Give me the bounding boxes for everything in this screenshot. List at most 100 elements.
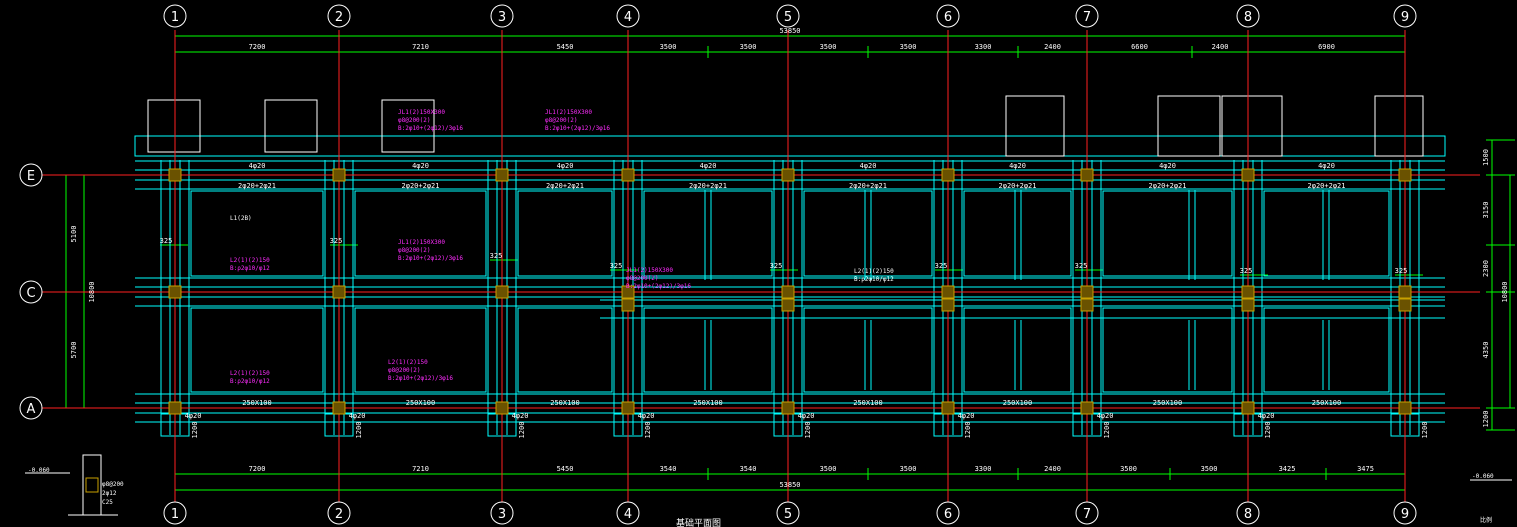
column-18 [1080,168,1094,182]
bay-outline-7-1 [1263,307,1390,393]
beam-top-label-5: 2φ20+2φ21 [999,182,1037,190]
beam-bottom-label-4: 4φ20 [798,412,815,420]
beam-bottom-label-6: 4φ20 [1097,412,1114,420]
axis-bubble-4-bottom [616,501,640,525]
offset-label-4: 325 [770,262,783,270]
grid-axes [40,30,1480,505]
column-shift-1 [781,298,795,312]
annotation-e: φ8@200(2) [626,275,659,282]
beam-size-label-4: 250X100 [853,399,883,407]
axis-bubble-5-bottom [776,501,800,525]
bottom-dim-label-2: 5450 [557,465,574,473]
axis-bubble-4-top [616,4,640,28]
beam-top-label-6: 2φ20+2φ21 [1149,182,1187,190]
axis-bubble-6-bottom [936,501,960,525]
axis-bubble-label-3-bottom: 3 [498,507,506,522]
beam-axis-label-2: 4φ20 [557,162,574,170]
column-26 [1398,401,1412,415]
right-dim-label-3: 4350 [1482,342,1490,359]
axis-bubble-1-bottom [163,501,187,525]
bottom-dim-label-4: 3540 [740,465,757,473]
top-total-label: 53850 [779,27,800,35]
axis-bubble-E [19,163,43,187]
offset-label-8: 325 [1395,267,1408,275]
axis-bubble-label-6-top: 6 [944,10,952,25]
axis-bubble-label-1-top: 1 [171,10,179,25]
bottom-dim-label-8: 2400 [1044,465,1061,473]
annotation-r: φ8@200(2) [545,117,578,124]
axis-bubble-label-5-bottom: 5 [784,507,792,522]
bottom-dim-label-1: 7210 [412,465,429,473]
bay-outline-4-1 [803,307,933,393]
column-19 [1080,285,1094,299]
axis-bubble-3-bottom [490,501,514,525]
axis-bubble-label-3-top: 3 [498,10,506,25]
axis-bubble-label-7-top: 7 [1083,10,1091,25]
right-dim-label-1: 3150 [1482,202,1490,219]
annotation-v: L1(2B) [230,215,252,222]
annotation-a: JL1(2)150X300 [398,239,445,246]
column-22 [1241,285,1255,299]
bay-outline-4-0 [803,190,933,277]
beam-size-label-0: 250X100 [242,399,272,407]
axis-bubble-9-top [1393,4,1417,28]
annotation-s: B:2φ10+(2φ12)/3φ16 [545,125,610,132]
bay-outline-2-0 [517,190,613,277]
bay-outline-0-1 [190,307,324,393]
beam-top-label-0: 2φ20+2φ21 [238,182,276,190]
pile-cap-3 [1005,95,1065,157]
right-total-label: 10800 [1501,281,1509,302]
offset-label-5: 325 [935,262,948,270]
bottom-dim-label-9: 3500 [1120,465,1137,473]
column-4 [332,285,346,299]
bay-outline-6-0 [1102,190,1233,277]
column-23 [1241,401,1255,415]
found-width-1: 1200 [355,422,363,439]
column-6 [495,168,509,182]
column-7 [495,285,509,299]
annotation-c: B:2φ10+(2φ12)/3φ16 [398,255,463,262]
beam-axis-label-1: 4φ20 [412,162,429,170]
top-dim-label-7: 3300 [975,43,992,51]
column-13 [781,285,795,299]
top-dim-label-11: 6900 [1318,43,1335,51]
beam-bottom-label-0: 4φ20 [185,412,202,420]
beam-axis-label-6: 4φ20 [1159,162,1176,170]
annotation-u: B:ρ2φ10/φ12 [854,276,894,283]
column-shift-3 [1080,298,1094,312]
beam-size-label-1: 250X100 [406,399,436,407]
bay-outline-0-0 [190,190,324,277]
annotation-m: B:ρ2φ10/φ12 [230,378,270,385]
columns [168,168,1412,415]
column-14 [781,401,795,415]
beam-bottom-label-2: 4φ20 [512,412,529,420]
axis-bubble-label-9-top: 9 [1401,10,1409,25]
beam-top-label-7: 2φ20+2φ21 [1308,182,1346,190]
section-concrete-label: C25 [102,499,113,506]
annotation-d: JL1(2)150X300 [626,267,673,274]
column-shift-2 [941,298,955,312]
beam-axis-label-5: 4φ20 [1009,162,1026,170]
column-0 [168,168,182,182]
section-rebar-label: 2φ12 [102,490,117,497]
column-2 [168,401,182,415]
axis-bubble-7-bottom [1075,501,1099,525]
pile-cap-4 [1157,95,1221,157]
axis-bubble-label-A: A [27,402,36,417]
annotation-g: L2(1)(2)150 [230,257,270,264]
annotation-i: L2(1)(2)150 [388,359,428,366]
bay-outline-5-1 [963,307,1072,393]
axis-bubble-label-8-bottom: 8 [1244,507,1252,522]
offset-label-3: 325 [610,262,623,270]
axis-bubble-label-9-bottom: 9 [1401,507,1409,522]
annotation-b: φ8@200(2) [398,247,431,254]
annotation-l: L2(1)(2)150 [230,370,270,377]
column-9 [621,168,635,182]
bay-outline-2-1 [517,307,613,393]
column-11 [621,401,635,415]
axis-bubble-8-top [1236,4,1260,28]
pile-cap-0 [147,99,201,153]
elevation-left-label: -0.060 [28,467,50,474]
